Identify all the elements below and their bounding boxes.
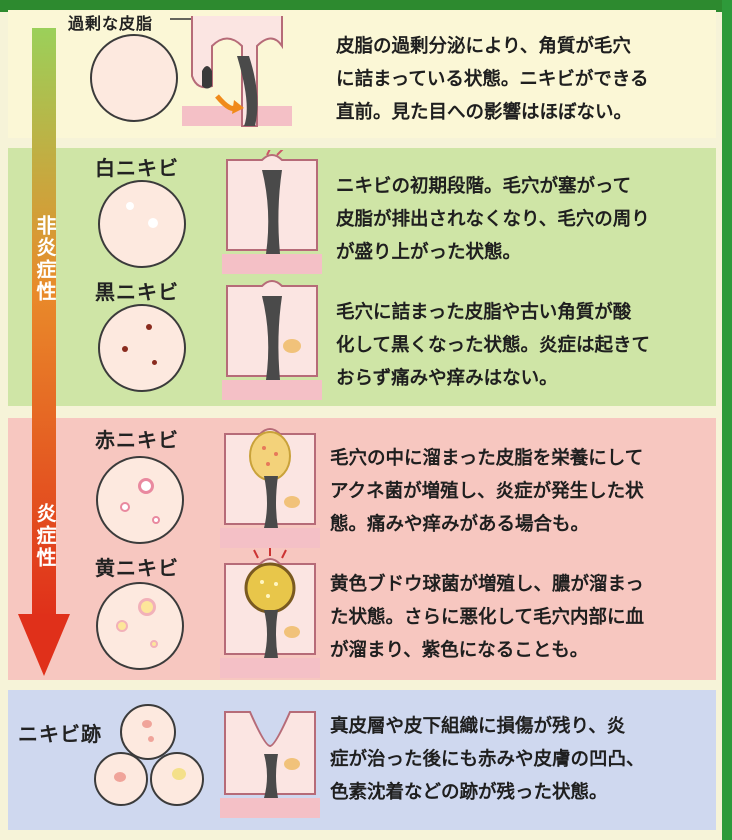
skin-surface-circle-acne-scar [94,752,148,806]
whitehead-dot [148,218,158,228]
desc-line: 化して黒くなった状態。炎症は起きて [336,335,650,356]
desc-line: 黄色ブドウ球菌が増殖し、膿が溜まっ [330,574,644,595]
skin-surface-circle-whitehead [98,180,186,268]
stage-label-whitehead: 白ニキビ [95,156,179,180]
whitehead-dot [126,202,134,210]
red-pimple-dot [152,516,160,524]
scar-mark [148,736,154,742]
desc-line: 症が治った後にも赤みや皮膚の凹凸、 [330,749,645,770]
desc-line: に詰まっている状態。ニキビができる [336,69,649,90]
inflammatory-label: 炎症性 [33,503,57,569]
stage-desc-yellow-pimple: 黄色ブドウ球菌が増殖し、膿が溜まっ た状態。さらに悪化して毛穴内部に血 が溜まり… [330,568,708,667]
stage-desc-acne-scar: 真皮層や皮下組織に損傷が残り、炎 症が治った後にも赤みや皮膚の凹凸、 色素沈着な… [330,710,708,809]
blackhead-dot [146,324,152,330]
yellow-pimple-dot [150,640,158,648]
desc-line: が溜まり、紫色になることも。 [330,640,589,661]
skin-surface-circle-red-pimple [96,456,184,544]
desc-line: 皮脂の過剰分泌により、角質が毛穴 [336,36,631,57]
scar-mark [114,772,126,782]
pore-cross-section-yellow-pimple [220,548,320,678]
stage-label-red-pimple: 赤ニキビ [95,428,179,452]
desc-line: 直前。見た目への影響はほぼない。 [336,102,633,123]
stage-desc-red-pimple: 毛穴の中に溜まった皮脂を栄養にして アクネ菌が増殖し、炎症が発生した状 態。痛み… [330,442,708,541]
stage-desc-excess-sebum: 皮脂の過剰分泌により、角質が毛穴 に詰まっている状態。ニキビができる 直前。見た… [336,30,714,129]
stage-label-excess-sebum: 過剰な皮脂 [68,14,154,33]
blackhead-dot [122,346,128,352]
yellow-pimple-dot [138,598,156,616]
pore-cross-section-acne-scar [220,711,320,818]
blackhead-dot [152,360,157,365]
scar-mark [172,768,186,780]
pore-cross-section-excess-sebum [182,16,292,127]
skin-surface-circle-acne-scar [150,752,204,806]
pore-cross-section-red-pimple [220,428,320,548]
skin-surface-circle-acne-scar [120,704,176,760]
desc-line: た状態。さらに悪化して毛穴内部に血 [330,607,644,628]
stage-label-blackhead: 黒ニキビ [95,280,179,304]
right-border [722,0,732,840]
stage-label-yellow-pimple: 黄ニキビ [95,556,179,580]
desc-line: 毛穴に詰まった皮脂や古い角質が酸 [336,302,632,323]
yellow-pimple-dot [116,620,128,632]
progression-arrow [18,28,70,676]
desc-line: ニキビの初期段階。毛穴が塞がって [336,176,632,197]
desc-line: 真皮層や皮下組織に損傷が残り、炎 [330,716,626,737]
stage-label-acne-scar: ニキビ跡 [18,722,102,746]
desc-line: 態。痛みや痒みがある場合も。 [330,514,590,535]
pore-cross-section-blackhead [222,280,322,400]
pore-cross-section-whitehead [222,150,322,274]
top-banner [0,0,732,12]
desc-line: 色素沈着などの跡が残った状態。 [330,782,608,803]
red-pimple-dot [138,478,154,494]
skin-surface-circle-yellow-pimple [96,582,184,670]
desc-line: おらず痛みや痒みはない。 [336,368,558,389]
red-pimple-dot [120,502,130,512]
desc-line: アクネ菌が増殖し、炎症が発生した状 [330,481,644,502]
stage-desc-blackhead: 毛穴に詰まった皮脂や古い角質が酸 化して黒くなった状態。炎症は起きて おらず痛み… [336,296,714,395]
desc-line: が盛り上がった状態。 [336,242,522,263]
desc-line: 毛穴の中に溜まった皮脂を栄養にして [330,448,644,469]
stage-desc-whitehead: ニキビの初期段階。毛穴が塞がって 皮脂が排出されなくなり、毛穴の周り が盛り上が… [336,170,714,269]
desc-line: 皮脂が排出されなくなり、毛穴の周り [336,209,650,230]
skin-surface-circle-excess-sebum [90,34,178,122]
scar-mark [142,720,152,728]
non-inflammatory-label: 非炎症性 [33,215,57,303]
skin-surface-circle-blackhead [98,304,186,392]
